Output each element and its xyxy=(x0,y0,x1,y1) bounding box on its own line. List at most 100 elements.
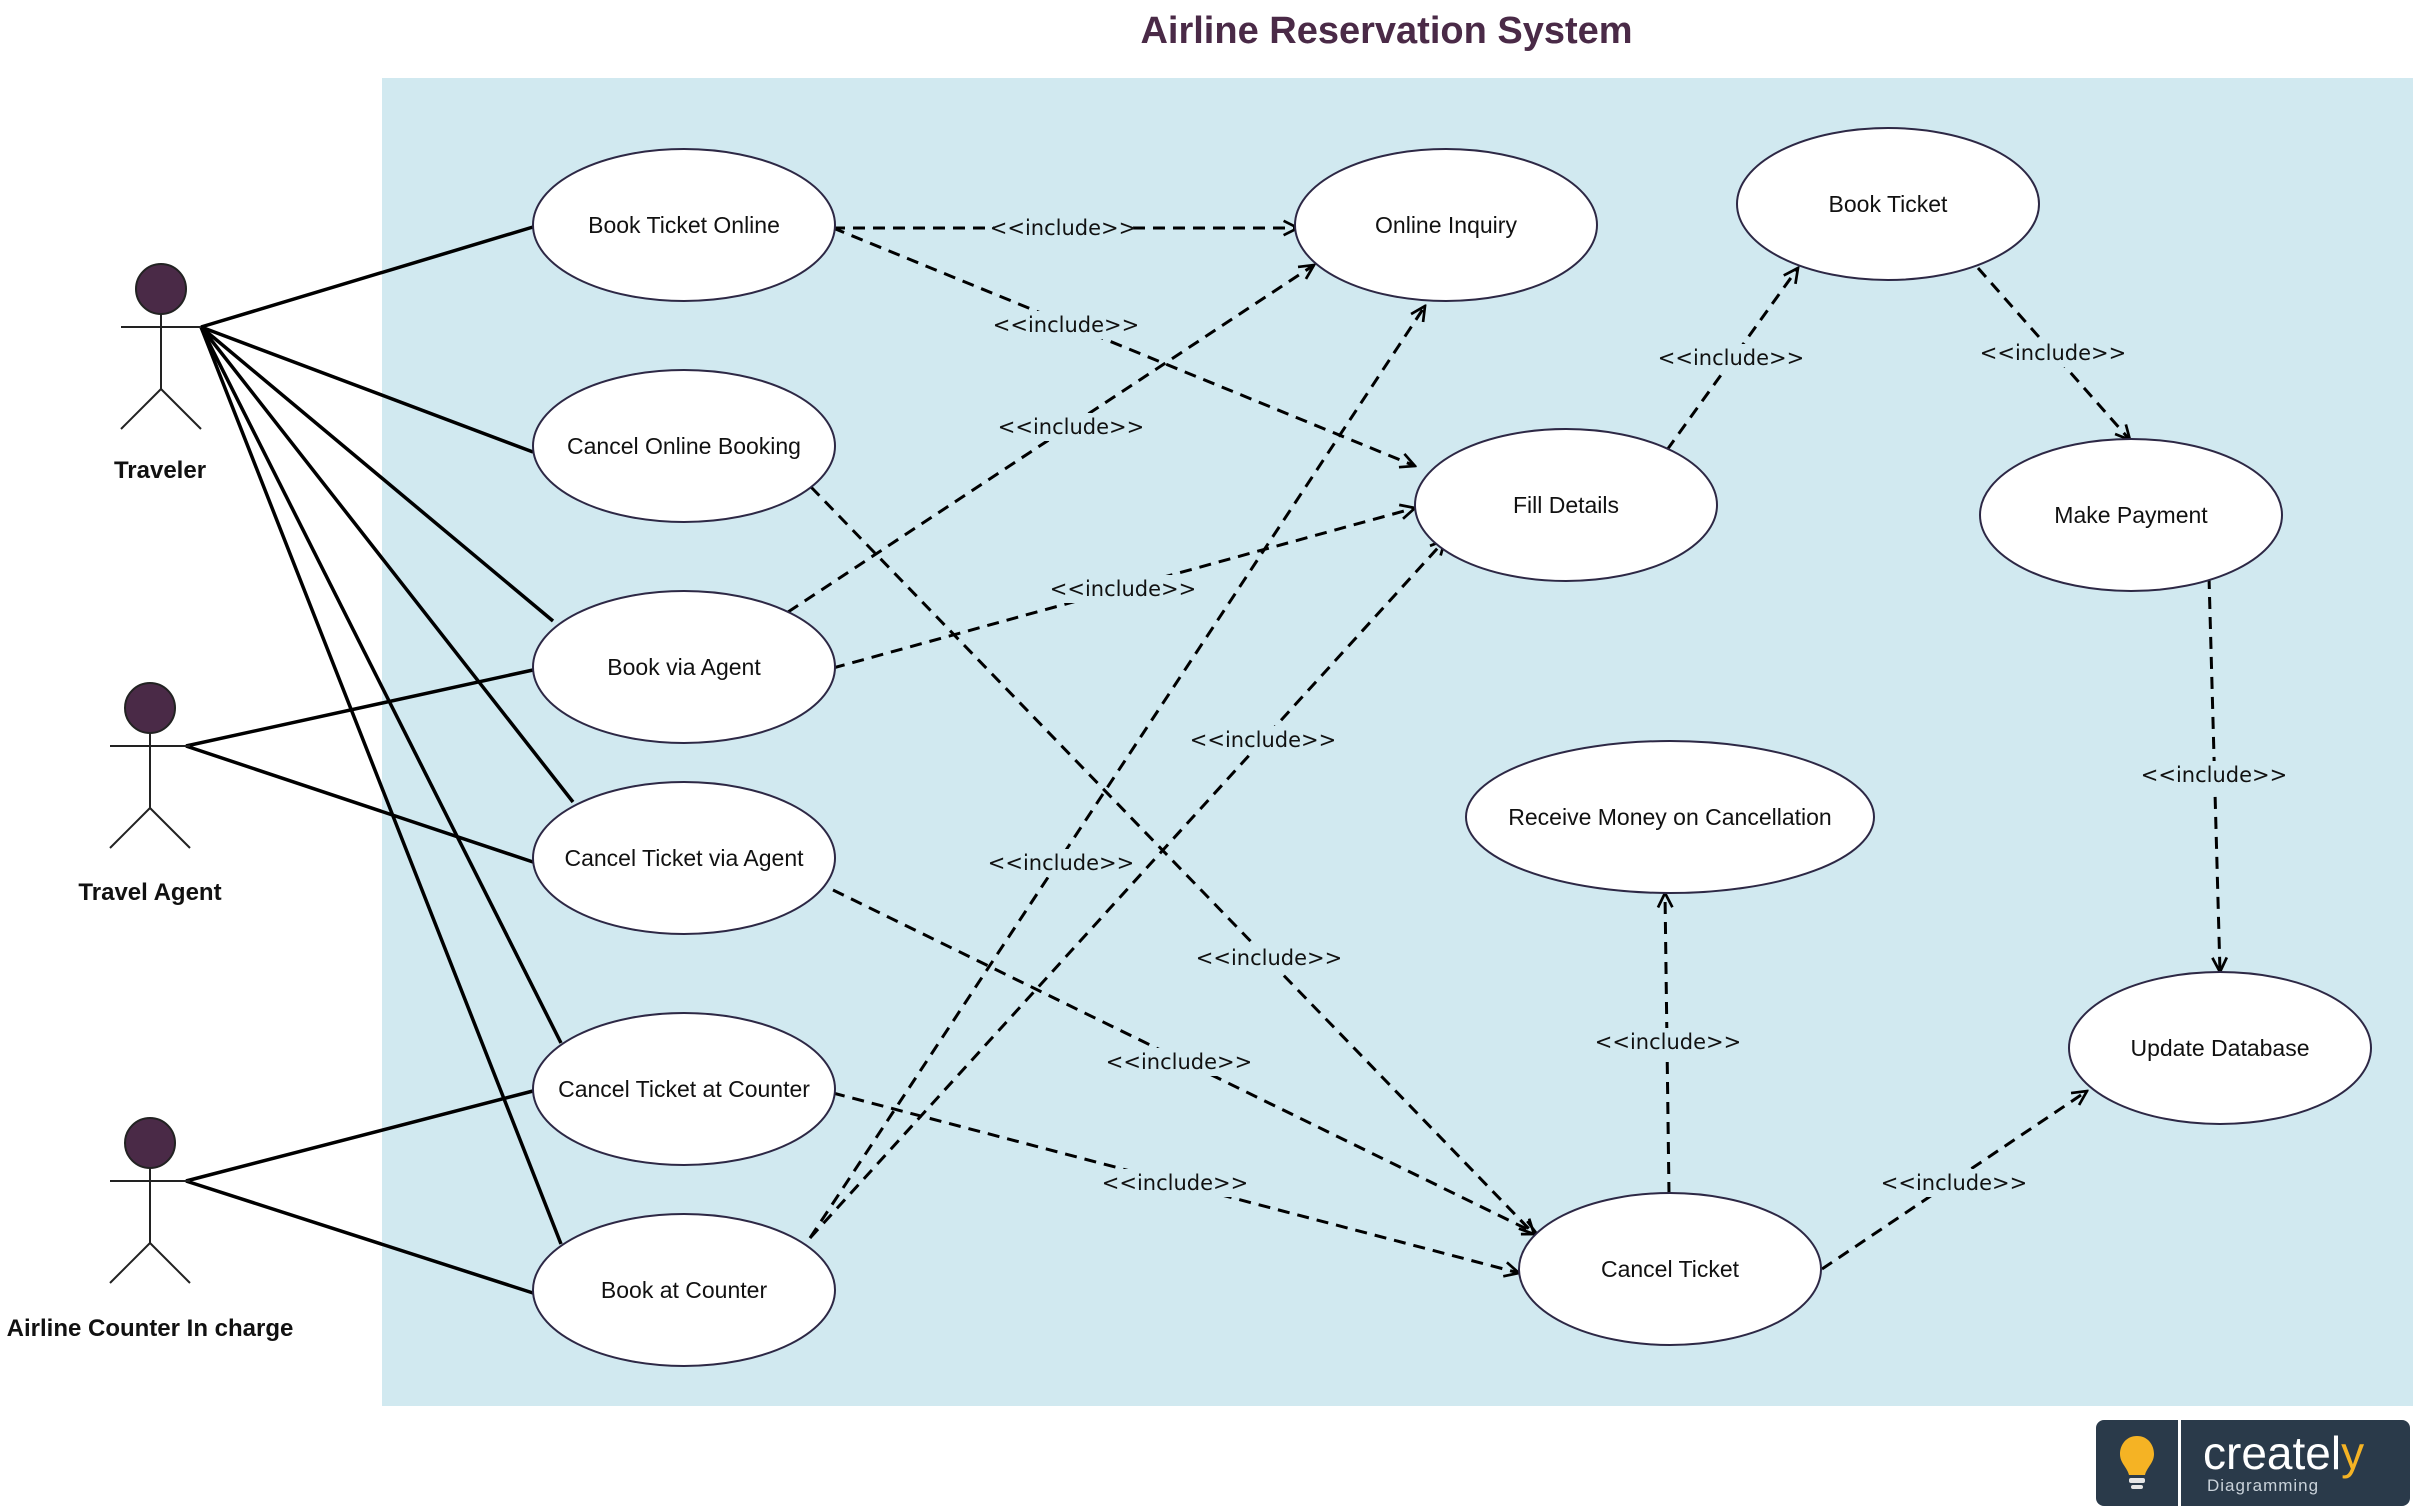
actor-leg-right xyxy=(149,1242,191,1284)
include-label: <<include>> xyxy=(990,216,1136,240)
use-case-book-counter[interactable]: Book at Counter xyxy=(532,1213,836,1367)
use-case-online-inquiry[interactable]: Online Inquiry xyxy=(1294,148,1598,302)
include-label-bg xyxy=(1003,413,1139,441)
include-label: <<include>> xyxy=(993,313,1139,337)
use-case-label: Cancel Ticket xyxy=(1601,1256,1740,1282)
use-case-ellipse[interactable] xyxy=(1465,740,1875,894)
use-case-ellipse[interactable] xyxy=(1414,428,1718,582)
use-case-label: Cancel Online Booking xyxy=(567,433,801,459)
include-arrow xyxy=(808,306,1425,1239)
include-label-bg xyxy=(1195,726,1331,754)
use-case-fill-details[interactable]: Fill Details xyxy=(1414,428,1718,582)
include-label-bg xyxy=(1985,339,2121,367)
actor-head xyxy=(124,682,176,734)
lightbulb-icon xyxy=(2096,1420,2181,1506)
actor-label: Traveler xyxy=(114,457,206,484)
include-label: <<include>> xyxy=(1190,728,1336,752)
use-case-book-ticket[interactable]: Book Ticket xyxy=(1736,127,2040,281)
actor-label: Travel Agent xyxy=(78,879,221,906)
use-case-ellipse[interactable] xyxy=(532,369,836,523)
association-line xyxy=(200,225,534,329)
use-case-label: Fill Details xyxy=(1513,492,1619,518)
include-label: <<include>> xyxy=(988,851,1134,875)
use-case-label: Book Ticket Online xyxy=(588,212,780,238)
use-case-ellipse[interactable] xyxy=(532,590,836,744)
use-case-book-online[interactable]: Book Ticket Online xyxy=(532,148,836,302)
include-label-bg xyxy=(998,311,1134,339)
include-arrow xyxy=(1665,268,1798,451)
include-arrow xyxy=(1821,1091,2087,1271)
use-case-ellipse[interactable] xyxy=(1294,148,1598,302)
include-label-bg xyxy=(1111,1048,1247,1076)
include-label: <<include>> xyxy=(1980,341,2126,365)
use-case-ellipse[interactable] xyxy=(1518,1192,1822,1346)
association-line xyxy=(185,668,534,748)
include-arrow xyxy=(809,485,1534,1234)
use-case-cancel-counter[interactable]: Cancel Ticket at Counter xyxy=(532,1012,836,1166)
include-label-bg xyxy=(1663,344,1799,372)
include-arrow xyxy=(832,226,1415,466)
include-label: <<include>> xyxy=(998,415,1144,439)
include-label: <<include>> xyxy=(1106,1050,1252,1074)
use-case-receive-money[interactable]: Receive Money on Cancellation xyxy=(1465,740,1875,894)
include-label: <<include>> xyxy=(1595,1030,1741,1054)
include-label: <<include>> xyxy=(1658,346,1804,370)
association-line xyxy=(185,744,534,864)
use-case-cancel-agent[interactable]: Cancel Ticket via Agent xyxy=(532,781,836,935)
include-label: <<include>> xyxy=(2141,763,2287,787)
use-case-make-payment[interactable]: Make Payment xyxy=(1979,438,2283,592)
include-arrow xyxy=(787,265,1314,614)
include-label-bg xyxy=(1107,1169,1243,1197)
actor-leg-left xyxy=(120,388,162,430)
include-arrow xyxy=(832,1091,1519,1273)
include-label-bg xyxy=(2146,761,2282,789)
use-case-ellipse[interactable] xyxy=(532,1012,836,1166)
actor-head xyxy=(135,263,187,315)
include-label-bg xyxy=(995,214,1131,242)
actor-leg-right xyxy=(160,388,202,430)
actor-label: Airline Counter In charge xyxy=(7,1315,294,1342)
association-line xyxy=(199,325,575,804)
use-case-label: Online Inquiry xyxy=(1375,212,1517,238)
actor-traveler[interactable]: Traveler xyxy=(114,263,206,484)
association-line xyxy=(185,1089,534,1183)
use-case-ellipse[interactable] xyxy=(1979,438,2283,592)
association-line xyxy=(199,326,563,1044)
use-case-update-db[interactable]: Update Database xyxy=(2068,971,2372,1125)
include-arrow xyxy=(2207,576,2220,972)
include-label: <<include>> xyxy=(1196,946,1342,970)
use-case-cancel-online[interactable]: Cancel Online Booking xyxy=(532,369,836,523)
association-lines xyxy=(185,225,575,1295)
association-line xyxy=(200,325,534,454)
include-arrow xyxy=(808,540,1445,1240)
creately-logo: creately Diagramming xyxy=(2096,1420,2410,1506)
use-case-label: Cancel Ticket at Counter xyxy=(558,1076,810,1102)
actor-counter[interactable]: Airline Counter In charge xyxy=(7,1117,294,1342)
include-label-bg xyxy=(1055,575,1191,603)
logo-brand-accent: y xyxy=(2341,1427,2365,1479)
include-label: <<include>> xyxy=(1881,1171,2027,1195)
use-case-ellipse[interactable] xyxy=(532,1213,836,1367)
actor-leg-left xyxy=(109,807,151,849)
use-case-label: Make Payment xyxy=(2054,502,2208,528)
logo-brand: createl xyxy=(2203,1427,2342,1479)
use-case-ellipse[interactable] xyxy=(1736,127,2040,281)
use-case-cancel-ticket[interactable]: Cancel Ticket xyxy=(1518,1192,1822,1346)
association-line xyxy=(199,326,563,1245)
use-case-label: Update Database xyxy=(2130,1035,2309,1061)
include-dependencies: <<include>> <<include>> <<include>> <<inclu… xyxy=(787,214,2287,1273)
actor-travel-agent[interactable]: Travel Agent xyxy=(78,682,222,906)
association-line xyxy=(199,325,555,623)
use-case-book-agent[interactable]: Book via Agent xyxy=(532,590,836,744)
include-label-bg xyxy=(1886,1169,2022,1197)
diagram-title: Airline Reservation System xyxy=(1140,10,1633,52)
use-case-ellipse[interactable] xyxy=(532,148,836,302)
use-case-ellipse[interactable] xyxy=(2068,971,2372,1125)
include-arrow xyxy=(1976,267,2130,440)
use-case-ellipse[interactable] xyxy=(532,781,836,935)
include-label: <<include>> xyxy=(1050,577,1196,601)
actor-head xyxy=(124,1117,176,1169)
